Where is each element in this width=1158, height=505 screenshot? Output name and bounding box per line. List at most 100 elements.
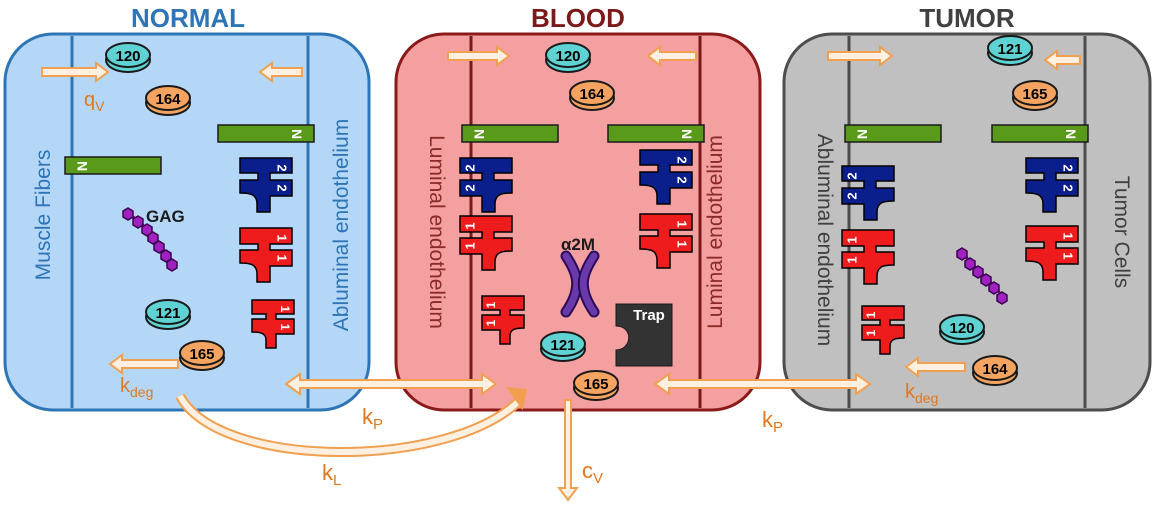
svg-text:2: 2 — [845, 172, 860, 179]
kp-exchange-arrows — [284, 372, 872, 396]
svg-text:165: 165 — [583, 376, 608, 393]
svg-text:121: 121 — [997, 41, 1022, 58]
ligand-tumor-165: 165 — [1012, 80, 1058, 111]
normal-title: NORMAL — [131, 3, 245, 33]
svg-text:N: N — [471, 129, 487, 139]
svg-text:1: 1 — [463, 242, 478, 249]
vegfr1-normal-upper: 1 1 — [239, 227, 293, 283]
vegfr1-blood-left-upper: 1 1 — [459, 215, 513, 271]
vegfr1-normal-lower: 1 1 — [251, 299, 295, 349]
ligand-normal-121: 121 — [145, 299, 191, 330]
gag-chain-normal: GAG — [122, 207, 185, 272]
svg-text:120: 120 — [555, 48, 580, 65]
flow-arrows — [41, 45, 1081, 378]
ligand-normal-120: 120 — [105, 42, 151, 73]
tumor-left-label: Abluminal endothelium — [813, 134, 836, 346]
normal-right-label: Abluminal endothelium — [330, 119, 353, 331]
ligand-tumor-120: 120 — [939, 314, 985, 345]
svg-text:kP: kP — [362, 404, 383, 433]
neuropilin-normal-left: N — [64, 156, 162, 175]
svg-text:120: 120 — [115, 48, 140, 65]
tumor-title: TUMOR — [919, 3, 1015, 33]
kl-lymph-arrow — [175, 386, 528, 457]
svg-text:2: 2 — [1061, 164, 1076, 171]
svg-text:1: 1 — [845, 236, 860, 243]
gag-chain-tumor — [956, 247, 1008, 305]
kp-right-label: kP — [762, 407, 783, 436]
vegfr1-blood-right: 1 1 — [639, 213, 693, 269]
svg-text:121: 121 — [550, 337, 575, 354]
ligand-blood-120: 120 — [545, 42, 591, 73]
svg-text:1: 1 — [675, 240, 690, 247]
ligand-tumor-164: 164 — [972, 355, 1018, 386]
blood-title: BLOOD — [531, 3, 625, 33]
svg-text:2: 2 — [463, 164, 478, 171]
svg-text:2: 2 — [845, 192, 860, 199]
svg-text:2: 2 — [675, 176, 690, 183]
svg-text:cV: cV — [582, 458, 603, 487]
svg-text:1: 1 — [1061, 232, 1076, 239]
svg-text:164: 164 — [155, 91, 181, 108]
svg-text:N: N — [74, 161, 90, 171]
svg-text:2: 2 — [275, 184, 290, 191]
vegfr2-blood-right: 2 2 — [639, 149, 693, 205]
svg-text:1: 1 — [275, 254, 290, 261]
cv-clearance-arrow — [557, 399, 579, 502]
svg-text:164: 164 — [579, 86, 605, 103]
ligand-blood-121: 121 — [540, 331, 586, 362]
ligand-blood-165: 165 — [573, 370, 619, 401]
vegfr1-tumor-right: 1 1 — [1025, 225, 1079, 281]
kdeg-normal-label: kdeg — [120, 375, 153, 400]
svg-text:1: 1 — [463, 222, 478, 229]
svg-text:kdeg: kdeg — [120, 375, 153, 400]
blood-left-label: Luminal endothelium — [425, 135, 448, 329]
ligand-blood-164: 164 — [569, 80, 615, 111]
ligand-normal-165: 165 — [179, 340, 225, 371]
blood-right-label: Luminal endothelium — [704, 135, 727, 329]
svg-text:1: 1 — [675, 220, 690, 227]
tumor-compartment — [782, 32, 1152, 412]
svg-text:N: N — [854, 129, 870, 139]
svg-text:1: 1 — [845, 256, 860, 263]
cv-label: cV — [582, 458, 603, 487]
svg-text:1: 1 — [864, 311, 878, 318]
alpha2m-label: α2M — [561, 235, 595, 254]
svg-text:N: N — [289, 129, 305, 139]
svg-text:N: N — [679, 129, 695, 139]
svg-text:2: 2 — [675, 156, 690, 163]
svg-text:2: 2 — [1061, 184, 1076, 191]
trap-molecule: Trap — [615, 303, 673, 367]
kdeg-tumor-label: kdeg — [905, 381, 938, 406]
svg-text:165: 165 — [1022, 86, 1047, 103]
svg-text:2: 2 — [463, 184, 478, 191]
svg-text:kL: kL — [322, 460, 341, 489]
neuropilin-tumor-left: N — [844, 124, 942, 143]
svg-text:1: 1 — [1061, 252, 1076, 259]
gag-label: GAG — [146, 207, 185, 226]
neuropilin-tumor-right: N — [991, 124, 1089, 143]
kl-label: kL — [322, 460, 341, 489]
kp-left-label: kP — [362, 404, 383, 433]
svg-text:N: N — [1063, 129, 1079, 139]
ligand-tumor-121: 121 — [987, 35, 1033, 66]
neuropilin-blood-right: N — [607, 124, 705, 143]
ligand-normal-164: 164 — [145, 85, 191, 116]
trap-label: Trap — [633, 307, 665, 324]
svg-text:1: 1 — [484, 319, 498, 326]
svg-text:1: 1 — [278, 306, 292, 313]
alpha2m-molecule: α2M — [560, 235, 600, 318]
vegfr1-blood-left-lower: 1 1 — [481, 295, 525, 345]
svg-text:120: 120 — [949, 320, 974, 337]
tumor-right-label: Tumor Cells — [1110, 176, 1133, 288]
svg-text:1: 1 — [484, 301, 498, 308]
vegfr1-tumor-left-upper: 1 1 — [841, 229, 895, 285]
svg-text:kP: kP — [762, 407, 783, 436]
vegfr2-blood-left: 2 2 — [459, 157, 513, 213]
svg-text:121: 121 — [155, 305, 180, 322]
svg-text:1: 1 — [275, 234, 290, 241]
neuropilin-blood-left: N — [461, 124, 559, 143]
vegfr1-tumor-left-lower: 1 1 — [861, 305, 905, 355]
svg-text:1: 1 — [278, 324, 292, 331]
svg-text:1: 1 — [864, 329, 878, 336]
